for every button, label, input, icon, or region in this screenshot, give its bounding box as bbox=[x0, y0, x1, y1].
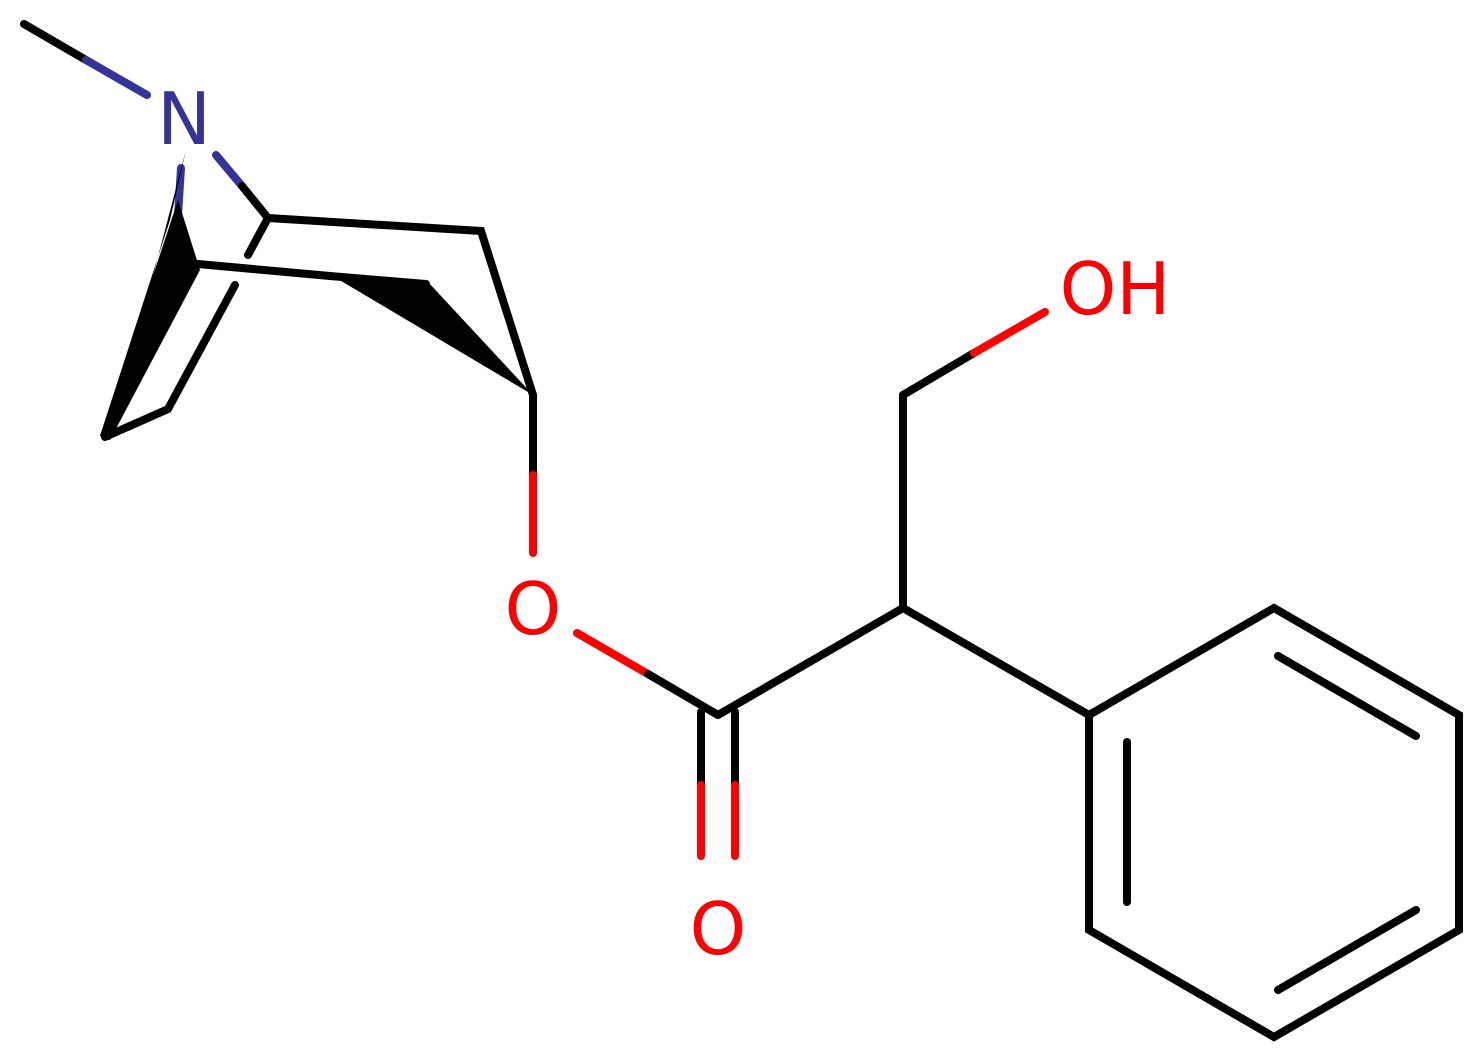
atom-oxygen-ester: O bbox=[505, 567, 562, 651]
bond-back-2 bbox=[326, 272, 430, 288]
atom-nitrogen: N bbox=[157, 77, 211, 161]
bond-carbonyl-alpha bbox=[714, 604, 907, 719]
bond-n-bridgehead-right bbox=[212, 151, 272, 222]
atom-hydroxyl: OH bbox=[1060, 247, 1171, 331]
bond-bridgehead-right-down bbox=[244, 214, 272, 259]
bond-ring-bottom-left bbox=[101, 281, 239, 441]
bond-methyl-n bbox=[20, 20, 151, 99]
phenyl-double-1 bbox=[1274, 652, 1420, 740]
phenyl-ring bbox=[1085, 603, 1463, 1042]
bond-ring-top bbox=[264, 214, 537, 399]
bond-back bbox=[172, 258, 334, 280]
bond-c-double-o bbox=[697, 708, 739, 860]
bond-ch2-oh bbox=[899, 308, 1049, 399]
wedge-bond-right bbox=[326, 272, 533, 395]
wedge-fill-left bbox=[100, 200, 200, 440]
bond-o-carbonyl-c bbox=[573, 629, 722, 719]
bond-alpha-phenyl bbox=[899, 604, 1093, 719]
phenyl-double-2 bbox=[1274, 906, 1420, 994]
atom-oxygen-carbonyl: O bbox=[690, 887, 747, 971]
